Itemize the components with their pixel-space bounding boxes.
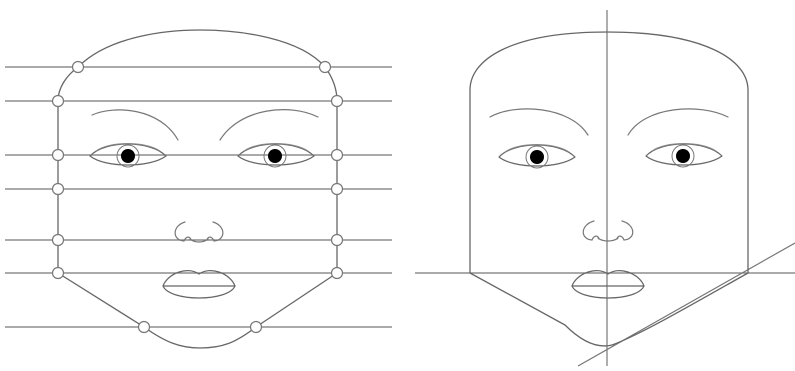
eyebrow-right-right-panel (628, 109, 728, 135)
eye-left-right-panel (499, 145, 575, 169)
mouth-right-panel (572, 271, 644, 298)
landmark-point (332, 150, 343, 161)
pupil-left-right-panel (530, 150, 544, 164)
landmark-grid-panel (5, 30, 392, 348)
landmark-point (53, 96, 64, 107)
nose (175, 222, 223, 242)
head-outline-right (470, 32, 748, 346)
landmark-point (53, 268, 64, 279)
eye-right-right-panel (646, 144, 722, 168)
nose-right-panel (583, 221, 633, 241)
eyebrow-left-right-panel (490, 109, 588, 135)
landmark-point (332, 268, 343, 279)
landmark-points (53, 62, 343, 333)
pupil-right (268, 149, 282, 163)
landmark-point (53, 184, 64, 195)
diagonal-jaw-line (578, 243, 795, 366)
landmark-point (332, 235, 343, 246)
landmark-point (139, 322, 150, 333)
landmark-point (332, 184, 343, 195)
landmark-point (53, 235, 64, 246)
landmark-point (53, 150, 64, 161)
pupil-left (121, 149, 135, 163)
mouth (163, 271, 235, 298)
eyebrow-left (92, 110, 178, 140)
landmark-point (332, 96, 343, 107)
landmark-point (73, 62, 84, 73)
landmark-point (251, 322, 262, 333)
landmark-point (320, 62, 331, 73)
pupil-right-right-panel (676, 149, 690, 163)
construction-lines-panel (415, 10, 795, 366)
eyebrow-right (220, 110, 318, 140)
